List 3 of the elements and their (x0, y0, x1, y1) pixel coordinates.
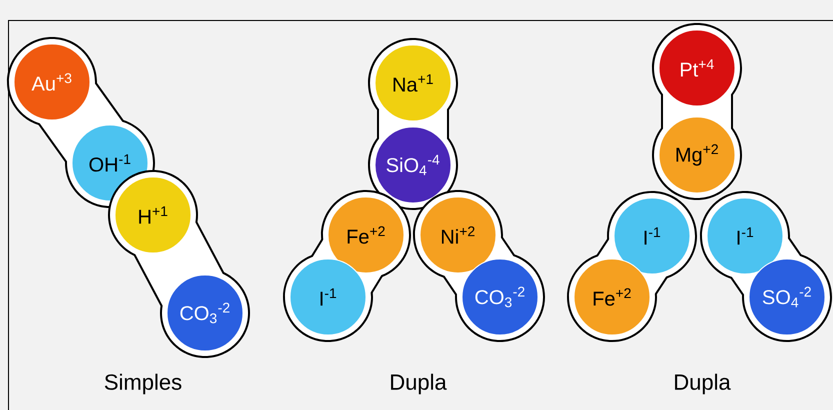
caption: Simples (104, 374, 182, 394)
caption: Dupla (675, 374, 731, 394)
caption: Dupla (391, 374, 447, 394)
